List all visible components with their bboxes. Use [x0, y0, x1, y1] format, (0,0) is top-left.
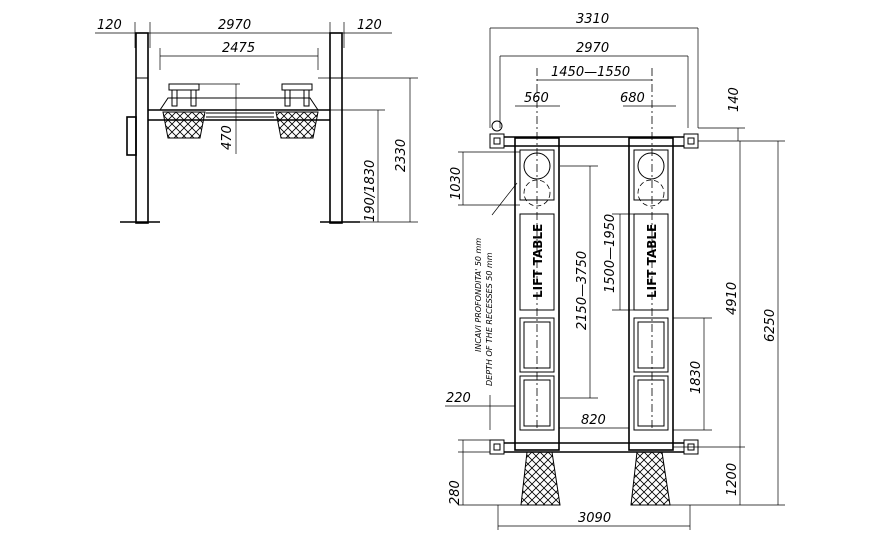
dim-lift-height: 190/1830 — [363, 160, 378, 222]
dim-overall-width: 2970 — [218, 18, 251, 33]
dim-inner-gap: 820 — [581, 413, 606, 428]
plan-view — [445, 27, 785, 530]
dim-column-width: 2970 — [576, 41, 609, 56]
recess-note-italian: INCAVI PROFONDITA' 50 mm — [474, 238, 483, 352]
dim-inner-width: 2475 — [222, 41, 255, 56]
dim-pad-height: 470 — [220, 125, 235, 150]
dim-outer-width: 3310 — [576, 12, 609, 27]
dim-overall-length: 6250 — [763, 309, 778, 342]
dim-left-track-width: 560 — [524, 91, 549, 106]
recess-note-english: DEPTH OF THE RECESSES 50 mm — [485, 252, 494, 386]
dim-ramp-length: 1200 — [725, 463, 740, 496]
dim-table-travel-left: 2150—3750 — [575, 251, 590, 330]
dim-ramp-offset: 280 — [448, 480, 463, 505]
dim-slip-plate: 1830 — [689, 361, 704, 394]
dim-track-spacing: 1450—1550 — [551, 65, 630, 80]
dim-right-track-width: 680 — [620, 91, 645, 106]
dim-right-offset: 120 — [357, 18, 382, 33]
dim-left-offset: 120 — [97, 18, 122, 33]
dim-post-span: 4910 — [725, 282, 740, 315]
dim-front-recess: 1030 — [449, 167, 464, 200]
right-lift-table-label: LIFT TABLE — [645, 224, 659, 298]
dim-side-offset: 220 — [446, 391, 471, 406]
left-lift-table-label: LIFT TABLE — [531, 224, 545, 298]
dim-base-width: 3090 — [578, 511, 611, 526]
dim-total-height: 2330 — [394, 139, 409, 172]
front-view — [95, 22, 418, 224]
dim-table-travel-right: 1500—1950 — [603, 214, 618, 293]
dim-top-margin: 140 — [727, 87, 742, 112]
